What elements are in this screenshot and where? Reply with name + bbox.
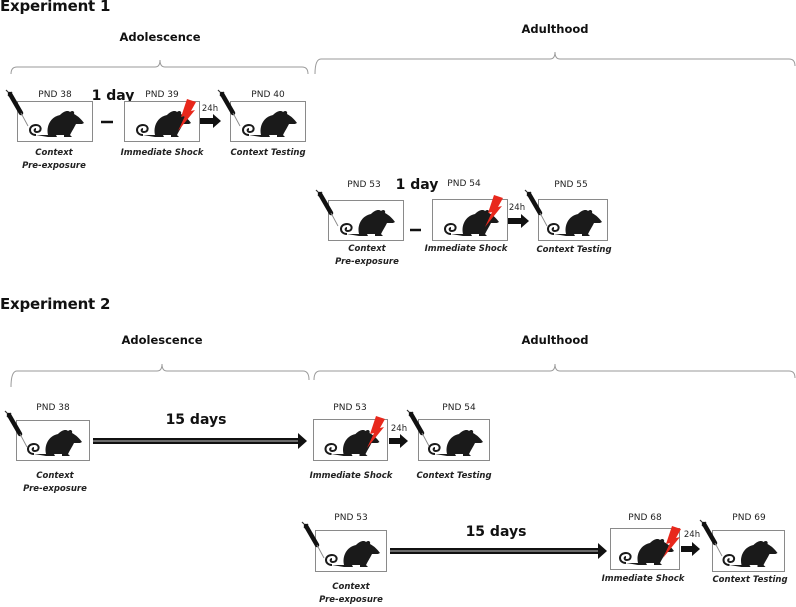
mouse-icon: [722, 540, 778, 567]
step-pnd: PND 39: [145, 90, 179, 100]
step-pnd: PND 54: [447, 179, 481, 189]
context-box: [17, 101, 93, 142]
mouse-icon: [324, 429, 380, 456]
step-caption: Context Testing: [416, 471, 492, 481]
exp1-adulthood-label: Adulthood: [521, 22, 589, 36]
step-pnd: PND 68: [628, 513, 662, 523]
step-pnd: PND 53: [334, 513, 368, 523]
context-box: [610, 528, 680, 570]
mouse-icon: [444, 209, 499, 236]
syringe-icon: [217, 89, 241, 127]
exp1-row1-24h-arrow: [200, 114, 221, 128]
exp2-adolescence-label: Adolescence: [121, 333, 203, 347]
step-caption: Immediate Shock: [601, 574, 685, 584]
step-caption: Context Testing: [536, 245, 612, 255]
step-caption: Immediate Shock: [120, 148, 204, 158]
context-box: [418, 419, 490, 461]
context-box: [538, 199, 608, 241]
lightning-shock-icon: [367, 416, 385, 448]
interval-label: 24h: [683, 530, 701, 540]
mouse-icon: [547, 209, 602, 236]
exp2-adulthood-brace: [313, 363, 796, 381]
step-pnd: PND 54: [442, 403, 476, 413]
context-box: [328, 200, 404, 241]
mouse-icon: [136, 110, 191, 137]
step-caption: Context Testing: [712, 575, 788, 585]
syringe-icon: [524, 189, 548, 227]
interval-label: 24h: [390, 424, 408, 434]
syringe-icon: [699, 519, 723, 557]
interval-label: 24h: [201, 104, 219, 114]
step-caption: Immediate Shock: [424, 244, 508, 254]
exp2-row1-24h-arrow: [389, 434, 408, 448]
exp2-adulthood-label: Adulthood: [521, 333, 589, 347]
lightning-shock-icon: [178, 99, 196, 131]
syringe-icon: [406, 409, 430, 447]
exp2-row2-gap-label: 15 days: [465, 524, 527, 540]
context-box: [315, 530, 387, 572]
interval-label: 24h: [508, 203, 526, 213]
experiment-2-title: Experiment 2: [0, 295, 111, 313]
context-box: [432, 199, 508, 241]
step-pnd: PND 53: [347, 180, 381, 190]
lightning-shock-icon: [485, 195, 503, 227]
step-caption: Context Testing: [230, 148, 306, 158]
context-box: [16, 420, 90, 461]
syringe-icon: [5, 89, 29, 127]
syringe-icon: [4, 410, 28, 448]
step-pnd: PND 38: [38, 90, 72, 100]
mouse-icon: [29, 110, 84, 137]
exp1-row2-gap-label: 1 day: [395, 177, 439, 193]
syringe-icon: [301, 521, 325, 559]
mouse-icon: [340, 209, 395, 236]
experiment-1-title: Experiment 1: [0, 0, 111, 15]
mouse-icon: [619, 538, 674, 565]
step-caption: Immediate Shock: [309, 471, 393, 481]
exp2-adolescence-brace: [10, 363, 310, 388]
exp1-adulthood-brace: [314, 51, 796, 75]
mouse-icon: [242, 110, 297, 137]
exp1-row1-gap-label: 1 day: [91, 88, 135, 104]
step-pnd: PND 69: [732, 513, 766, 523]
exp1-adolescence-brace: [10, 59, 309, 75]
step-pnd: PND 55: [554, 180, 588, 190]
step-pnd: PND 38: [36, 403, 70, 413]
lightning-shock-icon: [663, 526, 681, 558]
mouse-icon: [325, 540, 380, 567]
step-pnd: PND 40: [251, 90, 285, 100]
exp2-row2-24h-arrow: [681, 542, 700, 556]
syringe-icon: [315, 189, 339, 227]
context-box: [712, 530, 785, 572]
exp2-row1-gap-label: 15 days: [165, 412, 227, 428]
exp1-adolescence-label: Adolescence: [119, 30, 201, 44]
mouse-icon: [428, 429, 483, 456]
mouse-icon: [27, 429, 82, 456]
context-box: [230, 101, 306, 142]
step-pnd: PND 53: [333, 403, 367, 413]
exp1-row2-24h-arrow: [508, 214, 529, 228]
